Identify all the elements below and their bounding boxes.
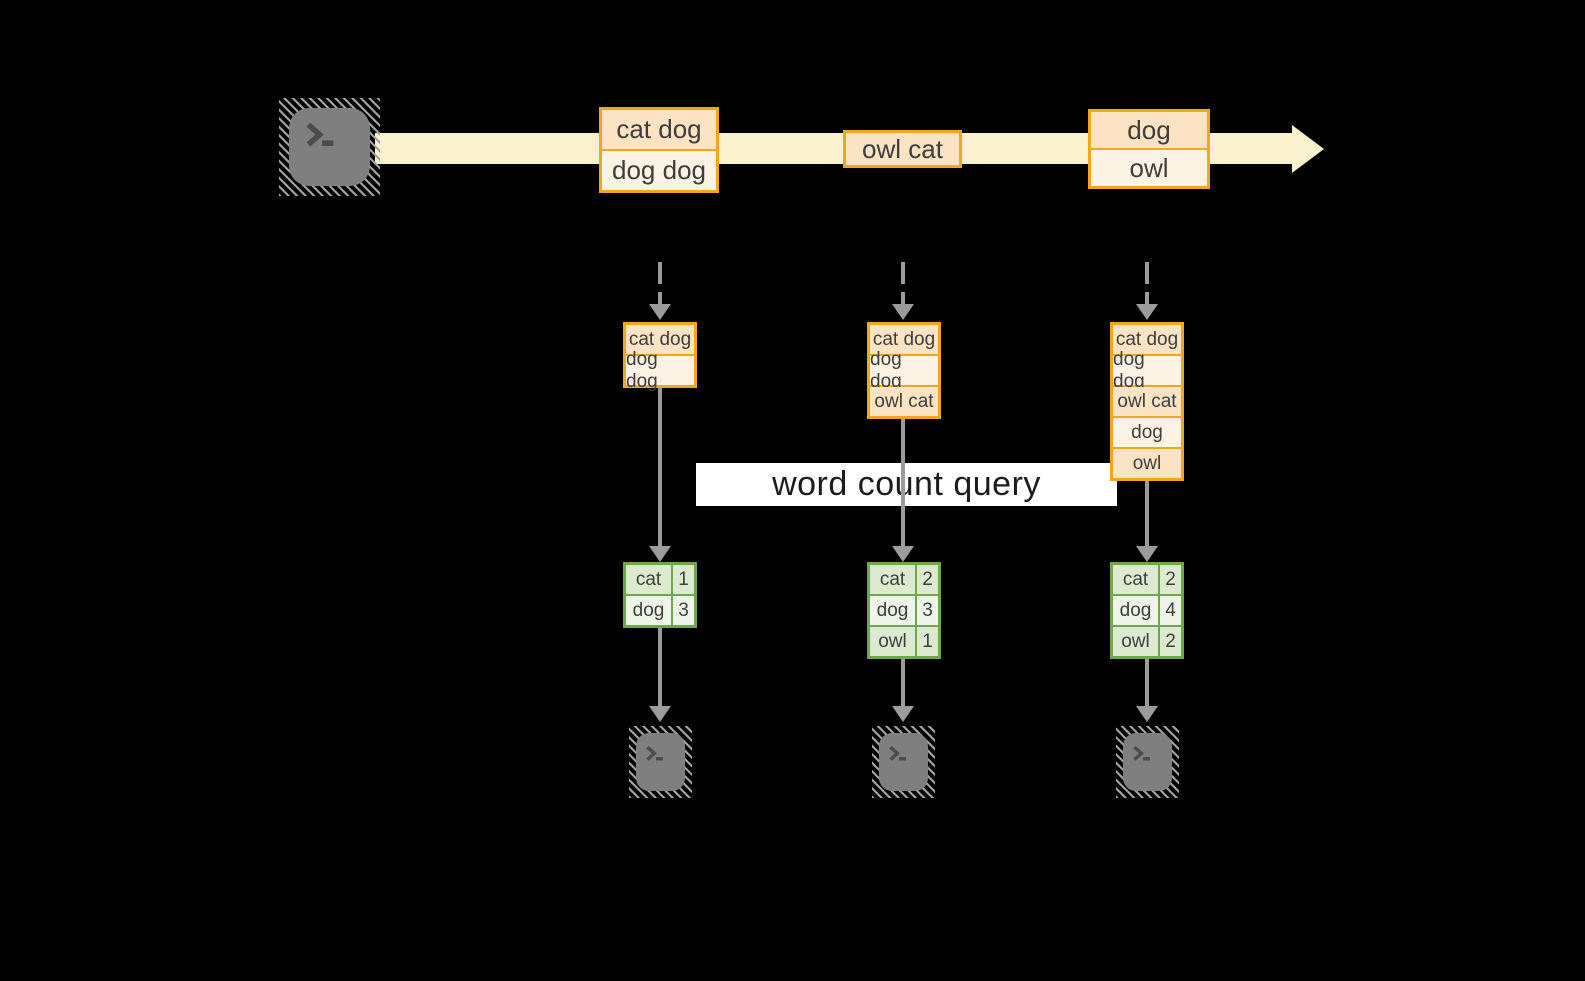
arrowhead-icon (1136, 546, 1158, 562)
message-line: dog (1091, 112, 1207, 148)
count-cell: 1 (917, 627, 938, 656)
record-row: dog dog (626, 349, 694, 392)
dashed-flow-line (658, 262, 662, 284)
prompt-icon (299, 114, 344, 157)
arrowhead-icon (892, 546, 914, 562)
arrowhead-icon (1136, 706, 1158, 722)
query-label: word count query (696, 463, 1117, 506)
record-log: cat dog dog dog owl cat (867, 322, 941, 419)
count-cell: 1 (673, 565, 694, 594)
record-log: cat dog dog dog (623, 322, 697, 392)
word-cell: cat (626, 565, 671, 594)
arrowhead-icon (649, 304, 671, 320)
producer-terminal-icon (279, 98, 380, 196)
flow-line (1145, 659, 1149, 706)
record-row: owl (1113, 449, 1181, 478)
terminal-body (879, 733, 928, 791)
arrowhead-icon (649, 546, 671, 562)
record-row: dog dog (1113, 349, 1181, 392)
count-cell: 3 (673, 596, 694, 625)
record-row: cat dog (626, 325, 694, 354)
flow-line (1145, 481, 1149, 546)
consumer-terminal-icon (1116, 726, 1179, 798)
record-row: owl cat (1113, 387, 1181, 416)
arrowhead-icon (1136, 304, 1158, 320)
word-cell: dog (870, 596, 915, 625)
word-cell: owl (1113, 627, 1158, 656)
dashed-flow-line (901, 262, 905, 284)
count-table: cat 2 dog 3 owl 1 (867, 562, 941, 659)
message-line: owl cat (846, 133, 959, 165)
count-cell: 3 (917, 596, 938, 625)
stream-arrowhead-icon (1292, 125, 1324, 173)
record-row: cat dog (1113, 325, 1181, 354)
count-cell: 2 (1160, 627, 1181, 656)
word-cell: dog (626, 596, 671, 625)
terminal-body (636, 733, 685, 791)
message-line: dog dog (602, 151, 716, 190)
count-cell: 4 (1160, 596, 1181, 625)
record-row: cat dog (870, 325, 938, 354)
flow-line (658, 628, 662, 706)
count-table: cat 1 dog 3 (623, 562, 697, 628)
prompt-icon (642, 738, 669, 770)
arrowhead-icon (892, 304, 914, 320)
record-row: dog (1113, 418, 1181, 447)
consumer-terminal-icon (629, 726, 692, 798)
flow-line (901, 419, 905, 546)
record-row: dog dog (870, 349, 938, 392)
stream-message-box: owl cat (843, 130, 962, 168)
prompt-icon (1129, 738, 1156, 770)
dashed-flow-line (1145, 292, 1149, 304)
record-log: cat dog dog dog owl cat dog owl (1110, 322, 1184, 481)
dashed-flow-line (658, 292, 662, 304)
stream-message-box: dog owl (1088, 109, 1210, 189)
consumer-terminal-icon (872, 726, 935, 798)
word-cell: owl (870, 627, 915, 656)
word-cell: dog (1113, 596, 1158, 625)
count-cell: 2 (917, 565, 938, 594)
terminal-body (289, 108, 370, 186)
count-table: cat 2 dog 4 owl 2 (1110, 562, 1184, 659)
terminal-body (1123, 733, 1172, 791)
flow-line (658, 388, 662, 546)
arrowhead-icon (649, 706, 671, 722)
word-cell: cat (1113, 565, 1158, 594)
record-row: owl cat (870, 387, 938, 416)
message-line: cat dog (602, 110, 716, 149)
count-cell: 2 (1160, 565, 1181, 594)
message-line: owl (1091, 150, 1207, 186)
prompt-icon (885, 738, 912, 770)
dashed-flow-line (1145, 262, 1149, 284)
stream-message-box: cat dog dog dog (599, 107, 719, 193)
word-cell: cat (870, 565, 915, 594)
dashed-flow-line (901, 292, 905, 304)
flow-line (901, 659, 905, 706)
arrowhead-icon (892, 706, 914, 722)
